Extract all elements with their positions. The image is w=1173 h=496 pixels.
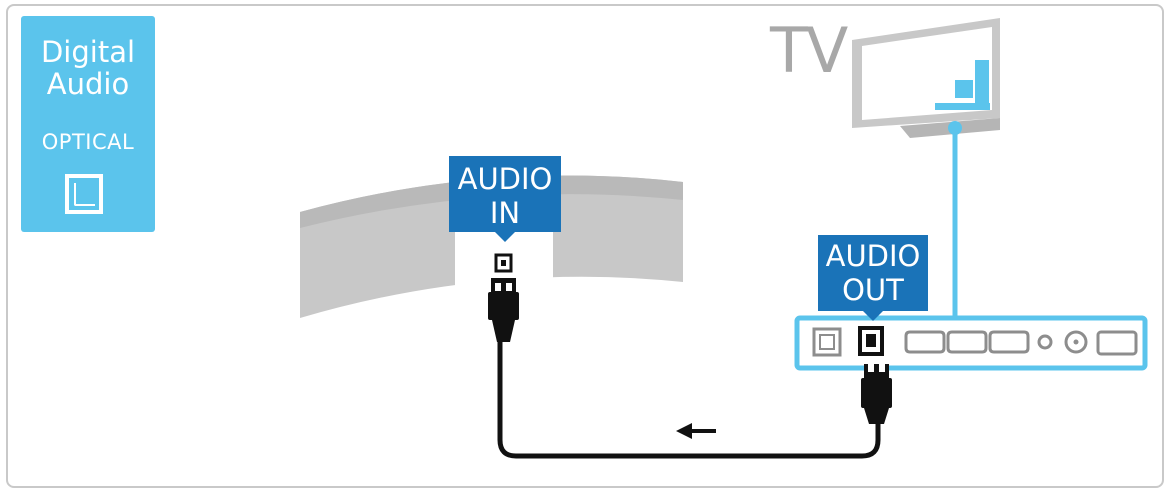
badge-line-2: Audio bbox=[46, 67, 130, 101]
audio-in-label: AUDIO IN bbox=[449, 156, 561, 232]
audio-in-line-2: IN bbox=[489, 196, 521, 230]
audio-out-line-1: AUDIO bbox=[825, 239, 921, 273]
badge-line-3: OPTICAL bbox=[41, 130, 135, 154]
digital-audio-optical-badge: Digital Audio OPTICAL bbox=[21, 16, 155, 232]
tv-illustration bbox=[852, 18, 1000, 320]
badge-line-1: Digital bbox=[40, 35, 136, 69]
audio-out-label: AUDIO OUT bbox=[818, 235, 928, 311]
audio-out-pointer bbox=[863, 311, 883, 321]
tv-label: TV bbox=[770, 14, 848, 87]
audio-in-line-1: AUDIO bbox=[457, 162, 553, 196]
optical-port-icon bbox=[65, 174, 103, 214]
tv-connector-panel bbox=[794, 315, 1148, 371]
audio-out-line-2: OUT bbox=[842, 273, 904, 307]
audio-in-pointer bbox=[495, 232, 515, 242]
optical-cable bbox=[488, 278, 892, 459]
signal-direction-arrow bbox=[676, 423, 716, 439]
audio-in-port-icon bbox=[494, 253, 513, 273]
